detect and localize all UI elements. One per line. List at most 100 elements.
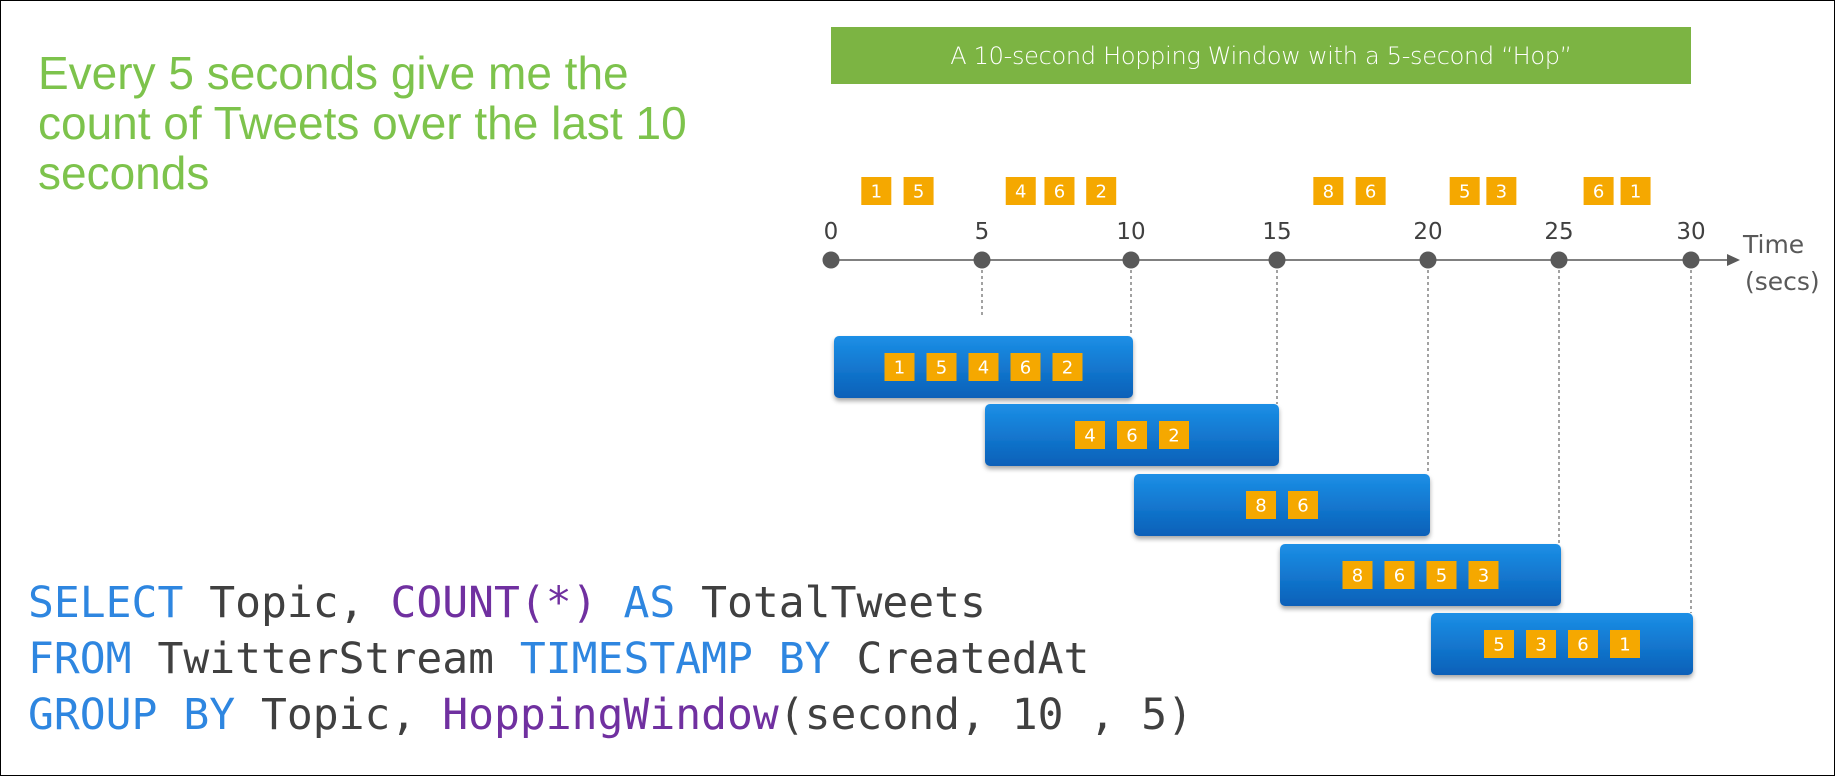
query-token-kw: SELECT [28, 578, 184, 628]
event-box-label: 6 [1394, 566, 1405, 587]
event-box-bg [1117, 421, 1147, 449]
event-9: 6 [1583, 177, 1614, 205]
query-line-2: FROM TwitterStream TIMESTAMP BY CreatedA… [28, 631, 1193, 687]
event-box-bg [1052, 353, 1083, 381]
window-3-event-1: 6 [1384, 561, 1415, 589]
query-token-plain: (second, 10 , 5) [778, 690, 1193, 740]
tick-label-25: 25 [1544, 219, 1573, 245]
event-box-label: 6 [1297, 496, 1308, 517]
query-token-kw: TIMESTAMP BY [519, 634, 831, 684]
event-10: 1 [1620, 177, 1651, 205]
window-2-event-0: 8 [1246, 491, 1276, 519]
tick-dot-25 [1550, 251, 1568, 269]
event-box-bg [1468, 561, 1499, 589]
event-box-bg [1288, 491, 1318, 519]
event-box-label: 8 [1352, 566, 1363, 587]
query-line-1: SELECT Topic, COUNT(*) AS TotalTweets [28, 575, 1193, 631]
time-axis-label: Time (secs) [1742, 230, 1820, 296]
window-0-event-3: 6 [1010, 353, 1041, 381]
event-box-label: 3 [1496, 182, 1507, 203]
window-guide-lines [981, 270, 1692, 613]
query-token-plain [598, 578, 624, 628]
window-2-event-1: 6 [1288, 491, 1318, 519]
window-0-event-4: 2 [1052, 353, 1083, 381]
query-token-kw: AS [623, 578, 676, 628]
event-7: 5 [1449, 177, 1480, 205]
event-box-bg [1044, 177, 1075, 205]
query-token-plain: TwitterStream [131, 634, 520, 684]
tick-label-5: 5 [975, 219, 990, 245]
event-box-bg [1484, 630, 1514, 658]
event-box-bg [1159, 421, 1189, 449]
event-box-bg [1620, 177, 1651, 205]
headline-text: Every 5 seconds give me the count of Twe… [38, 47, 687, 199]
event-box-label: 1 [894, 358, 905, 379]
window-0-event-2: 4 [968, 353, 999, 381]
tick-label-15: 15 [1262, 219, 1291, 245]
event-box-bg [1005, 177, 1036, 205]
window-4-event-3: 1 [1610, 630, 1640, 658]
tick-dot-10 [1122, 251, 1140, 269]
event-box-label: 3 [1535, 635, 1546, 656]
tick-label-20: 20 [1413, 219, 1442, 245]
window-bar-bg [1134, 474, 1430, 536]
window-0-event-1: 5 [926, 353, 957, 381]
event-box-label: 3 [1478, 566, 1489, 587]
query-token-plain: CreatedAt [830, 634, 1090, 684]
time-axis-label-line2: (secs) [1745, 267, 1820, 296]
event-box-label: 8 [1255, 496, 1266, 517]
tick-label-0: 0 [824, 219, 839, 245]
event-box-label: 4 [978, 358, 989, 379]
event-box-bg [1342, 561, 1373, 589]
event-box-bg [1526, 630, 1556, 658]
event-box-label: 5 [1493, 635, 1504, 656]
query-token-fn: HoppingWindow [442, 690, 779, 740]
event-2: 4 [1005, 177, 1036, 205]
event-box-bg [1355, 177, 1386, 205]
window-bar-bg [1280, 544, 1561, 606]
event-1: 5 [903, 177, 934, 205]
window-4-event-1: 3 [1526, 630, 1556, 658]
event-box-label: 1 [1619, 635, 1630, 656]
axis-arrow-icon [1727, 254, 1740, 266]
query-token-plain: TotalTweets [675, 578, 986, 628]
tick-label-10: 10 [1116, 219, 1145, 245]
window-3-event-3: 3 [1468, 561, 1499, 589]
event-box-label: 4 [1015, 182, 1026, 203]
event-box-bg [1010, 353, 1041, 381]
event-box-bg [1313, 177, 1344, 205]
window-1-event-1: 6 [1117, 421, 1147, 449]
tick-dot-20 [1419, 251, 1437, 269]
query-token-plain: Topic, [235, 690, 443, 740]
event-box-bg [968, 353, 999, 381]
event-box-label: 6 [1365, 182, 1376, 203]
window-3-event-2: 5 [1426, 561, 1457, 589]
event-box-bg [1384, 561, 1415, 589]
event-box-label: 6 [1020, 358, 1031, 379]
event-box-label: 6 [1593, 182, 1604, 203]
event-4: 2 [1086, 177, 1117, 205]
event-box-bg [926, 353, 957, 381]
event-box-bg [1610, 630, 1640, 658]
tick-dot-30 [1682, 251, 1700, 269]
window-0-event-0: 1 [884, 353, 915, 381]
event-box-bg [884, 353, 915, 381]
window-bar-4: 5 3 6 1 [1431, 613, 1693, 675]
event-box-label: 8 [1323, 182, 1334, 203]
event-6: 6 [1355, 177, 1386, 205]
event-box-label: 2 [1062, 358, 1073, 379]
event-box-bg [1075, 421, 1105, 449]
event-box-label: 6 [1577, 635, 1588, 656]
event-3: 6 [1044, 177, 1075, 205]
window-4-event-2: 6 [1568, 630, 1598, 658]
event-box-label: 5 [913, 182, 924, 203]
event-box-label: 2 [1095, 182, 1106, 203]
query-token-fn: COUNT(*) [390, 578, 598, 628]
event-0: 1 [861, 177, 892, 205]
event-box-label: 5 [1459, 182, 1470, 203]
